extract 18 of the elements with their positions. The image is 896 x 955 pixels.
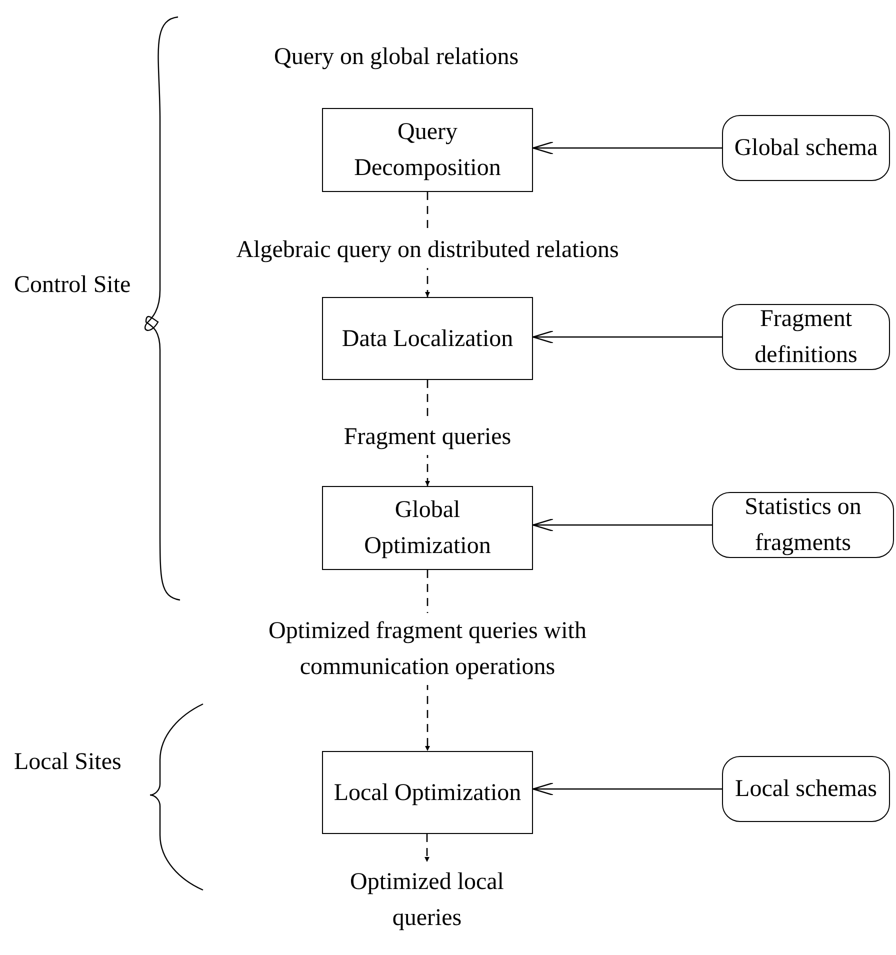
arrow: [532, 330, 722, 344]
arrow: [532, 782, 722, 796]
input-box: Statistics on fragments: [712, 492, 894, 558]
process-box: Global Optimization: [322, 486, 533, 570]
site-label: Local Sites: [14, 748, 122, 777]
input-box: Fragment definitions: [722, 304, 890, 370]
process-box: Query Decomposition: [322, 108, 533, 192]
arrow: [424, 834, 430, 862]
input-box: Global schema: [722, 115, 890, 181]
site-label: Control Site: [14, 271, 132, 300]
edge-label: Fragment queries: [342, 419, 514, 455]
process-box: Data Localization: [322, 297, 533, 380]
edge-label: Algebraic query on distributed relations: [234, 232, 621, 268]
arrow: [532, 518, 712, 532]
input-label: Query on global relations: [274, 43, 519, 72]
arrow: [532, 141, 722, 155]
process-box: Local Optimization: [322, 751, 533, 834]
input-box: Local schemas: [722, 756, 890, 822]
